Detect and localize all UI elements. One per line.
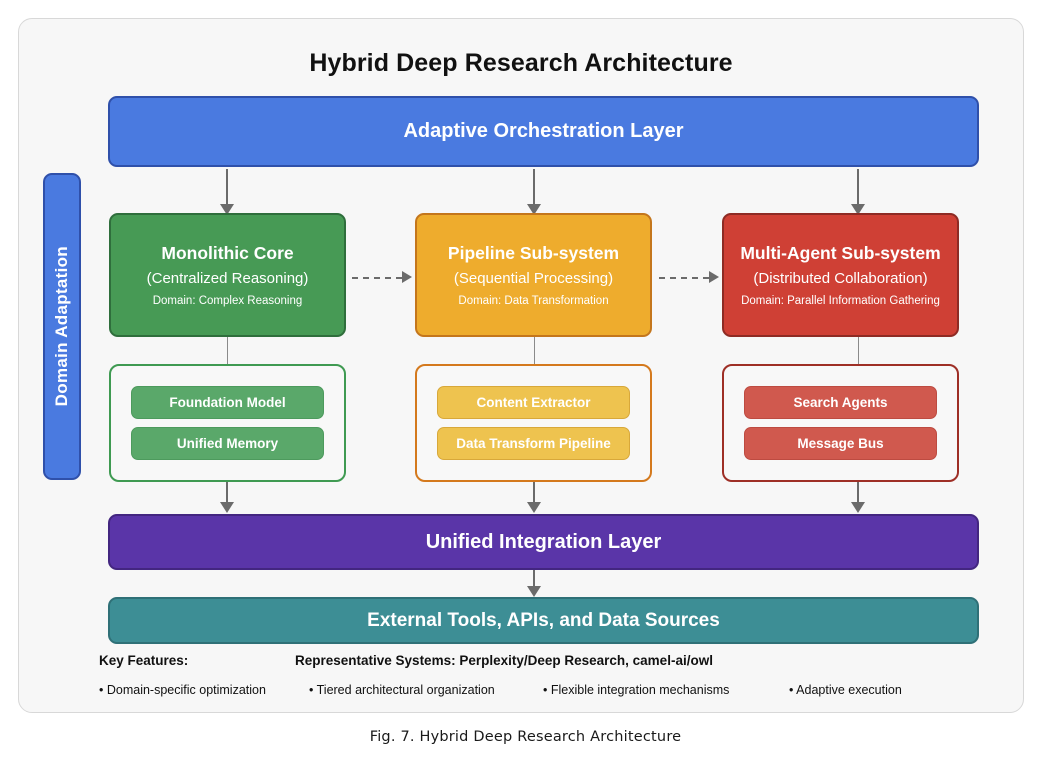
subsystem-multi-agent[interactable]: Multi-Agent Sub-system (Distributed Coll… (722, 213, 959, 337)
component-chip[interactable]: Search Agents (744, 386, 937, 419)
figure-caption: Fig. 7. Hybrid Deep Research Architectur… (369, 729, 682, 745)
feature-bullet: • Adaptive execution (789, 683, 902, 697)
arrowhead-orchestration-to-monolithic (220, 204, 234, 215)
connector-multiagent-to-components (858, 337, 859, 364)
arrowhead-monolithic-to-pipeline (402, 271, 412, 283)
feature-bullet: • Tiered architectural organization (309, 683, 495, 697)
subsystem-subtitle: (Sequential Processing) (453, 269, 614, 287)
external-tools-label: External Tools, APIs, and Data Sources (367, 609, 720, 631)
subsystem-title: Pipeline Sub-system (447, 243, 620, 264)
component-chip[interactable]: Data Transform Pipeline (437, 427, 630, 460)
integration-layer-label: Unified Integration Layer (425, 530, 662, 553)
unified-integration-layer[interactable]: Unified Integration Layer (108, 514, 979, 570)
external-tools-layer[interactable]: External Tools, APIs, and Data Sources (108, 597, 979, 644)
domain-adaptation-label: Domain Adaptation (52, 246, 71, 407)
key-features-heading: Key Features: (99, 653, 189, 668)
feature-bullet: • Flexible integration mechanisms (543, 683, 730, 697)
connector-integration-to-external (533, 570, 535, 589)
component-chip[interactable]: Message Bus (744, 427, 937, 460)
feature-bullet: • Domain-specific optimization (99, 683, 266, 697)
component-group-pipeline: Content Extractor Data Transform Pipelin… (415, 364, 652, 482)
figure-card: Hybrid Deep Research Architecture Adapti… (18, 18, 1024, 713)
component-chip[interactable]: Foundation Model (131, 386, 324, 419)
subsystem-monolithic-core[interactable]: Monolithic Core (Centralized Reasoning) … (109, 213, 346, 337)
arrowhead-pipeline-to-integration (527, 502, 541, 513)
connector-monolithic-to-components (227, 337, 228, 364)
adaptive-orchestration-layer[interactable]: Adaptive Orchestration Layer (108, 96, 979, 167)
component-chip[interactable]: Content Extractor (437, 386, 630, 419)
connector-orchestration-to-multiagent (857, 169, 859, 213)
connector-pipeline-to-multiagent (659, 277, 709, 279)
connector-monolithic-to-pipeline (352, 277, 402, 279)
component-chip[interactable]: Unified Memory (131, 427, 324, 460)
connector-pipeline-components-to-integration (533, 482, 535, 504)
component-group-multiagent: Search Agents Message Bus (722, 364, 959, 482)
orchestration-layer-label: Adaptive Orchestration Layer (403, 120, 684, 142)
connector-pipeline-to-components (534, 337, 535, 364)
page-title: Hybrid Deep Research Architecture (309, 49, 733, 77)
representative-systems-heading: Representative Systems: Perplexity/Deep … (295, 653, 713, 668)
connector-monolithic-components-to-integration (226, 482, 228, 504)
connector-multiagent-components-to-integration (857, 482, 859, 504)
subsystem-title: Multi-Agent Sub-system (740, 243, 941, 264)
subsystem-subtitle: (Centralized Reasoning) (146, 269, 309, 287)
arrowhead-integration-to-external (527, 586, 541, 597)
connector-orchestration-to-pipeline (533, 169, 535, 213)
subsystem-pipeline[interactable]: Pipeline Sub-system (Sequential Processi… (415, 213, 652, 337)
arrowhead-multiagent-to-integration (851, 502, 865, 513)
subsystem-subtitle: (Distributed Collaboration) (753, 269, 928, 287)
subsystem-title: Monolithic Core (161, 243, 294, 264)
subsystem-domain: Domain: Complex Reasoning (152, 295, 303, 308)
subsystem-domain: Domain: Parallel Information Gathering (741, 295, 940, 308)
arrowhead-orchestration-to-multiagent (851, 204, 865, 215)
domain-adaptation-bar[interactable]: Domain Adaptation (43, 173, 81, 480)
subsystem-domain: Domain: Data Transformation (458, 295, 609, 308)
component-group-monolithic: Foundation Model Unified Memory (109, 364, 346, 482)
arrowhead-pipeline-to-multiagent (709, 271, 719, 283)
arrowhead-orchestration-to-pipeline (527, 204, 541, 215)
arrowhead-monolithic-to-integration (220, 502, 234, 513)
connector-orchestration-to-monolithic (226, 169, 228, 213)
